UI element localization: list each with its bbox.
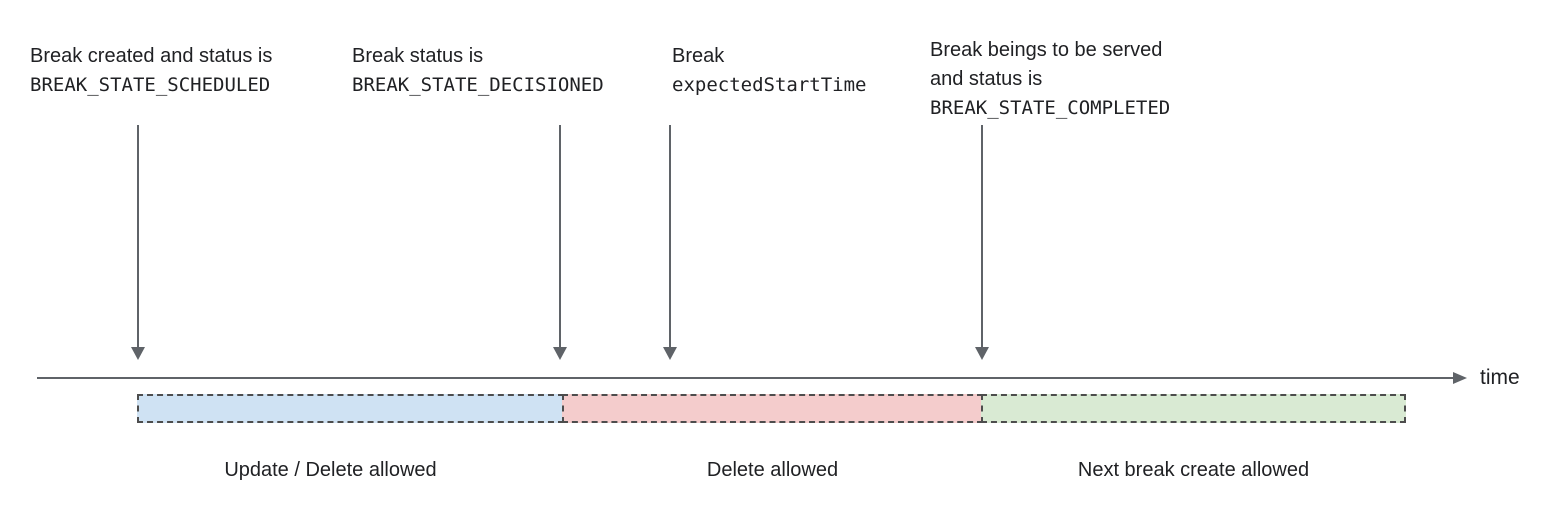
annotation-code-break-state-decisioned: BREAK_STATE_DECISIONED <box>352 74 604 96</box>
segment-label-next-break-create-allowed: Next break create allowed <box>1077 459 1310 481</box>
down-arrow-icon-decisioned <box>553 125 567 360</box>
arrow-shaft <box>669 125 671 347</box>
annotation-text: Break status is <box>352 45 484 67</box>
time-axis <box>37 377 1454 379</box>
down-arrow-icon-expected-start <box>663 125 677 360</box>
time-axis-arrowhead-icon <box>1453 372 1467 384</box>
annotation-text: Break beings to be served <box>930 39 1163 61</box>
annotation-text: Break <box>672 45 725 67</box>
segment-delete-allowed <box>562 394 983 423</box>
segment-update-delete-allowed <box>137 394 564 423</box>
arrow-shaft <box>559 125 561 347</box>
annotation-break-scheduled: Break created and status is BREAK_STATE_… <box>30 42 272 100</box>
down-arrow-icon-completed <box>975 125 989 360</box>
arrow-head-icon <box>663 347 677 360</box>
arrow-shaft <box>981 125 983 347</box>
annotation-code-break-state-scheduled: BREAK_STATE_SCHEDULED <box>30 74 271 96</box>
annotation-text: Break created and status is <box>30 45 273 67</box>
arrow-shaft <box>137 125 139 347</box>
annotation-break-completed: Break beings to be served and status is … <box>930 36 1170 123</box>
arrow-head-icon <box>553 347 567 360</box>
down-arrow-icon-scheduled <box>131 125 145 360</box>
annotation-break-decisioned: Break status is BREAK_STATE_DECISIONED <box>352 42 604 100</box>
annotation-text: and status is <box>930 68 1043 90</box>
segment-next-break-create-allowed <box>981 394 1406 423</box>
segment-label-update-delete-allowed: Update / Delete allowed <box>224 459 437 481</box>
annotation-code-expected-start-time: expectedStartTime <box>672 74 867 96</box>
arrow-head-icon <box>131 347 145 360</box>
time-axis-label: time <box>1480 366 1520 389</box>
annotation-code-break-state-completed: BREAK_STATE_COMPLETED <box>930 97 1171 119</box>
annotation-expected-start-time: Break expectedStartTime <box>672 42 866 100</box>
arrow-head-icon <box>975 347 989 360</box>
segment-label-delete-allowed: Delete allowed <box>706 459 839 481</box>
